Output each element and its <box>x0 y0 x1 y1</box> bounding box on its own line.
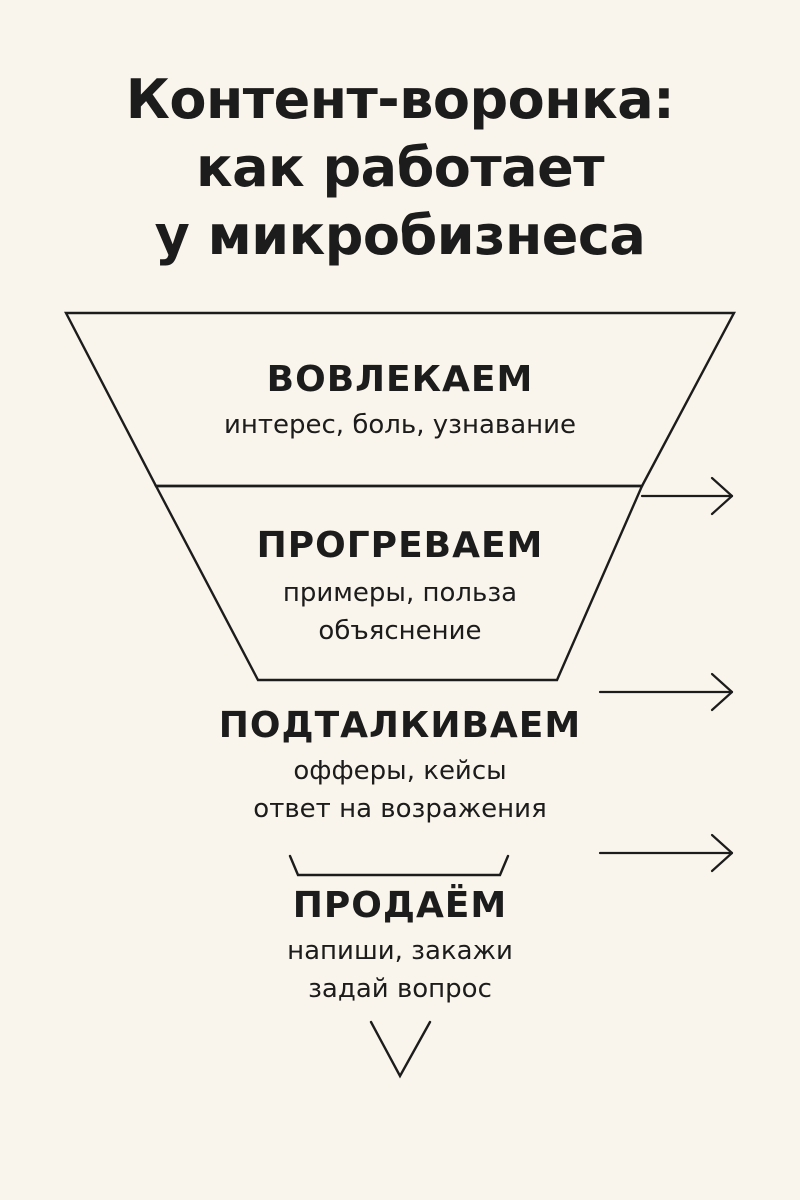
stage-description: напиши, закажи <box>287 936 513 966</box>
stage-label: ПРОДАЁМ <box>292 885 508 926</box>
stage-description: примеры, польза <box>282 578 518 608</box>
stage-label: ВОВЛЕКАЕМ <box>266 359 534 400</box>
arrow-right-icon <box>640 476 734 516</box>
funnel-section-middle <box>154 484 644 682</box>
stage-engage: ВОВЛЕКАЕМ интерес, боль, узнавание <box>0 358 800 444</box>
arrow-right-icon <box>598 833 734 873</box>
arrow-right-icon <box>598 672 734 712</box>
title-line-1: Контент-воронка: <box>125 68 675 131</box>
title-line-3: у микробизнеса <box>154 204 646 267</box>
stage-label: ПРОГРЕВАЕМ <box>256 525 544 566</box>
stage-description: ответ на возражения <box>253 794 547 824</box>
stage-label: ПОДТАЛКИВАЕМ <box>218 705 582 746</box>
stage-sell: ПРОДАЁМ напиши, закажи задай вопрос <box>0 884 800 1008</box>
diagram-title: Контент-воронка: как работает у микробиз… <box>0 66 800 270</box>
funnel-bracket-small <box>288 854 510 877</box>
stage-description: интерес, боль, узнавание <box>223 410 577 440</box>
stage-nudge: ПОДТАЛКИВАЕМ офферы, кейсы ответ на возр… <box>0 704 800 828</box>
triangle-down-icon <box>369 1020 432 1079</box>
stage-description: офферы, кейсы <box>293 756 507 786</box>
title-line-2: как работает <box>195 136 605 199</box>
stage-description: задай вопрос <box>308 974 492 1004</box>
stage-description: объяснение <box>318 616 482 646</box>
stage-warm-up: ПРОГРЕВАЕМ примеры, польза объяснение <box>0 524 800 650</box>
